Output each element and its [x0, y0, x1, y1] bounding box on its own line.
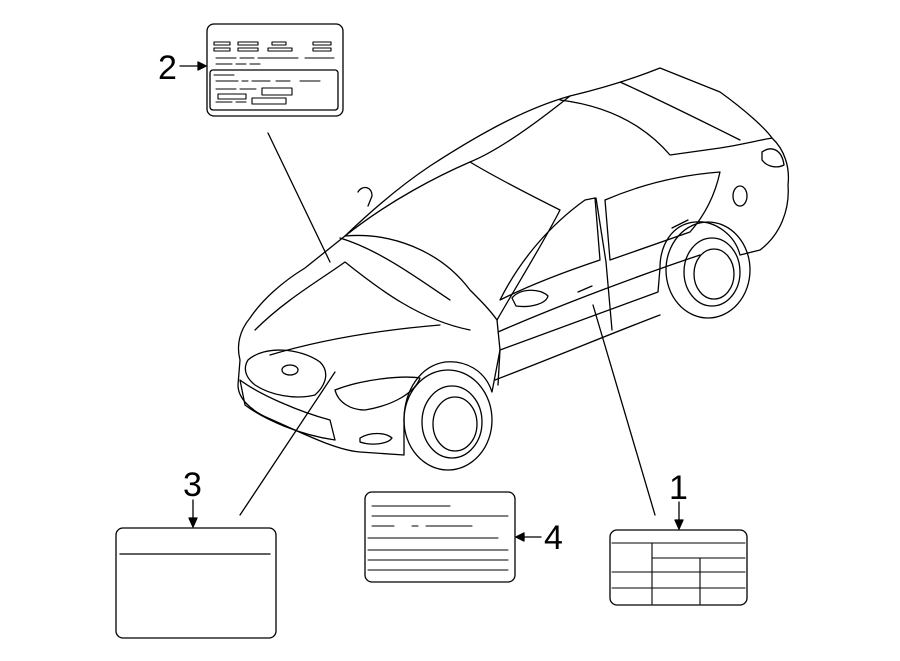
grille [244, 349, 327, 398]
roof-line [344, 95, 571, 237]
callout-3: 3 [183, 466, 202, 504]
callout-4: 4 [544, 519, 563, 557]
leader-line-1 [592, 304, 656, 516]
label-4-panel [364, 491, 516, 583]
callout-1: 1 [669, 469, 688, 507]
callout-2: 2 [158, 49, 177, 87]
fog-lamp [359, 432, 393, 445]
rear-window [619, 81, 741, 141]
rocker-line [494, 314, 661, 381]
front-door-front [496, 319, 501, 386]
leader-line-2 [267, 132, 331, 263]
arrow-1 [674, 501, 684, 530]
tail-light [761, 148, 785, 168]
door-belt-line [497, 254, 701, 333]
rear-side-window [604, 171, 721, 261]
rear-wheel [665, 221, 751, 319]
callout-arrows [179, 61, 684, 542]
front-wheel [403, 369, 493, 471]
front-side-window [499, 197, 601, 301]
car-illustration [237, 67, 790, 471]
lower-bumper [239, 379, 336, 441]
antenna [357, 186, 373, 207]
side-mirror [511, 289, 549, 308]
label-1-panel [609, 529, 748, 606]
windshield-base [339, 237, 451, 301]
rear-roof [559, 99, 773, 156]
car-body-outline [237, 67, 790, 456]
front-door-handle [577, 285, 593, 293]
hood-center [269, 324, 441, 356]
windshield [344, 161, 561, 321]
label-3-panel [115, 527, 277, 639]
leader-line-3 [239, 371, 336, 516]
arrow-3 [188, 499, 198, 528]
headlight [334, 376, 421, 411]
b-pillar [595, 197, 613, 331]
hood-line [254, 261, 471, 331]
rear-door-handle [671, 219, 689, 229]
arrow-2 [179, 61, 207, 71]
leader-lines [239, 132, 656, 516]
fuel-door [732, 185, 748, 207]
label-2-panel [206, 23, 344, 117]
arrow-4 [515, 532, 542, 542]
emblem [281, 364, 299, 376]
